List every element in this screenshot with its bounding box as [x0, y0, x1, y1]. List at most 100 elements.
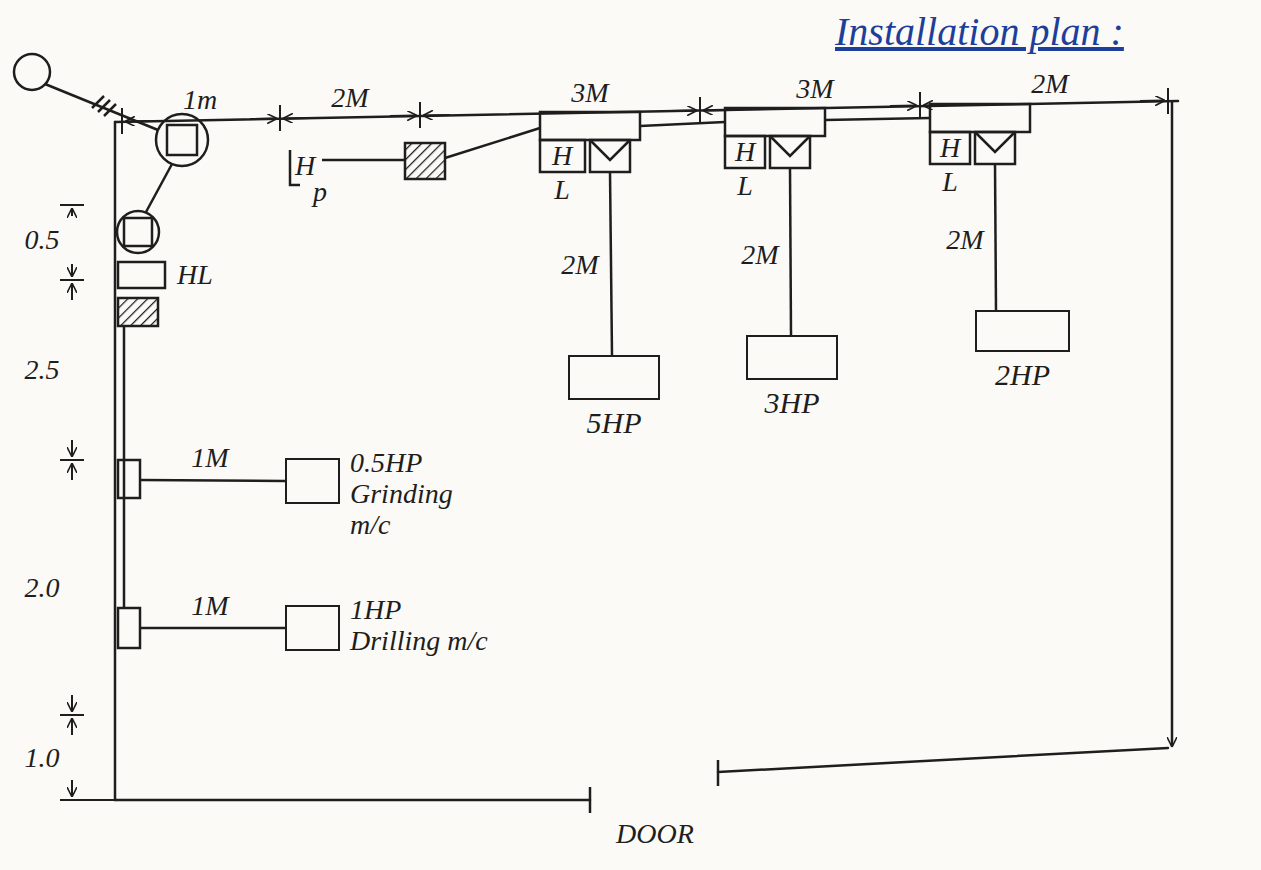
- plan-label: 2M: [741, 240, 778, 271]
- plan-label: 0.5: [25, 225, 60, 256]
- machine-wire: [140, 164, 996, 628]
- side-dimension: [71, 780, 73, 796]
- top-dimension: [250, 118, 276, 121]
- machine-wire: [995, 164, 996, 310]
- plan-label: 1M: [191, 443, 228, 474]
- top-dimension: [890, 105, 916, 108]
- machine-box: 1HPDrilling m/c: [285, 605, 340, 651]
- machine-wire: [790, 168, 791, 335]
- wall-outline: [718, 748, 1168, 772]
- switch-boards: [640, 122, 725, 126]
- machine-label: 5HP: [587, 406, 642, 439]
- switch-boards: [770, 136, 810, 168]
- top-dimension: [390, 115, 416, 118]
- switch-boards: [930, 132, 970, 164]
- side-dimension: [71, 209, 73, 216]
- switch-boards: [590, 140, 630, 172]
- wall-boards: [118, 608, 140, 648]
- top-dimension: [919, 92, 921, 118]
- machine-wire: [610, 172, 612, 355]
- plan-label: 2.0: [25, 573, 60, 604]
- plan-label: DOOR: [616, 819, 694, 850]
- machine-caption: 5HP: [587, 406, 642, 439]
- wall-boards: [118, 262, 165, 288]
- machine-label: 2HP: [995, 358, 1050, 391]
- plan-label: H: [735, 137, 755, 168]
- machine-label: Drilling m/c: [350, 626, 500, 657]
- wall-boards: [123, 326, 126, 608]
- top-dimension: [424, 114, 450, 117]
- plan-label: L: [554, 175, 570, 206]
- plan-label: 1M: [191, 591, 228, 622]
- wall-outline: [1171, 102, 1174, 746]
- machine-label: Grinding m/c: [350, 479, 500, 541]
- side-dimension: [71, 264, 73, 276]
- switch-boards: [445, 128, 540, 158]
- wall-outline: [114, 122, 117, 800]
- side-dimension: [60, 204, 84, 206]
- top-dimension: [1140, 100, 1164, 103]
- side-dimension: [60, 459, 84, 461]
- switch-boards: [725, 108, 825, 136]
- switch-boards: [975, 132, 1015, 152]
- machine-caption: 2HP: [995, 358, 1050, 391]
- door-opening: [717, 760, 720, 786]
- machine-caption: 1HPDrilling m/c: [350, 595, 500, 657]
- machine-caption: 3HP: [765, 386, 820, 419]
- side-dimension: [60, 799, 115, 801]
- switch-boards: [540, 140, 585, 172]
- plan-label: L: [942, 167, 958, 198]
- plan-label: H: [940, 133, 960, 164]
- supply-mains: [124, 218, 152, 246]
- machine-label: 3HP: [765, 386, 820, 419]
- plan-label: L: [737, 171, 753, 202]
- plan-label: 2M: [561, 250, 598, 281]
- top-dimension: [1167, 88, 1169, 114]
- switch-boards: [590, 140, 630, 160]
- side-dimension: [60, 714, 84, 716]
- side-dimension: [60, 279, 84, 281]
- top-dimension: [122, 88, 1168, 134]
- top-dimension: [699, 97, 701, 123]
- switch-boards: [825, 118, 930, 120]
- plan-label: 2M: [946, 225, 983, 256]
- side-dimension: [71, 284, 73, 300]
- switch-boards: [975, 132, 1015, 164]
- plan-label: HL: [177, 260, 213, 291]
- switch-boards: [725, 136, 765, 168]
- wall-boards: [118, 262, 165, 648]
- switch-boards: [930, 104, 1030, 132]
- plan-label: 2.5: [25, 355, 60, 386]
- side-dimension: [71, 440, 73, 456]
- plan-label: H: [295, 151, 315, 182]
- plan-label: 3M: [796, 74, 833, 105]
- supply-mains: [14, 54, 50, 90]
- supply-mains: [146, 164, 172, 212]
- switch-boards: [405, 143, 445, 179]
- door-opening: [590, 760, 718, 813]
- side-dimension: [71, 719, 73, 735]
- top-dimension: [279, 105, 281, 131]
- plan-label: 2M: [1031, 69, 1068, 100]
- wall-outline: [115, 101, 1178, 800]
- side-dimension: [60, 205, 115, 800]
- plan-title: Installation plan :: [835, 10, 1124, 54]
- wall-boards: [118, 298, 158, 326]
- top-dimension: [670, 110, 696, 113]
- machine-box: 3HP: [746, 335, 838, 380]
- top-dimension: [121, 108, 123, 134]
- machine-wire: [140, 480, 285, 481]
- top-dimension: [284, 117, 310, 120]
- switch-boards: [290, 104, 1030, 185]
- machine-box: 2HP: [975, 310, 1070, 352]
- machine-label: 0.5HP: [350, 448, 500, 479]
- plan-label: p: [313, 177, 327, 208]
- side-dimension: [71, 695, 73, 711]
- side-dimension: [71, 464, 73, 480]
- machine-box: 0.5HPGrinding m/c: [285, 458, 340, 504]
- plan-label: 1.0: [25, 743, 60, 774]
- machine-wire: [140, 627, 285, 630]
- plan-label: 3M: [571, 78, 608, 109]
- supply-mains: [156, 114, 208, 166]
